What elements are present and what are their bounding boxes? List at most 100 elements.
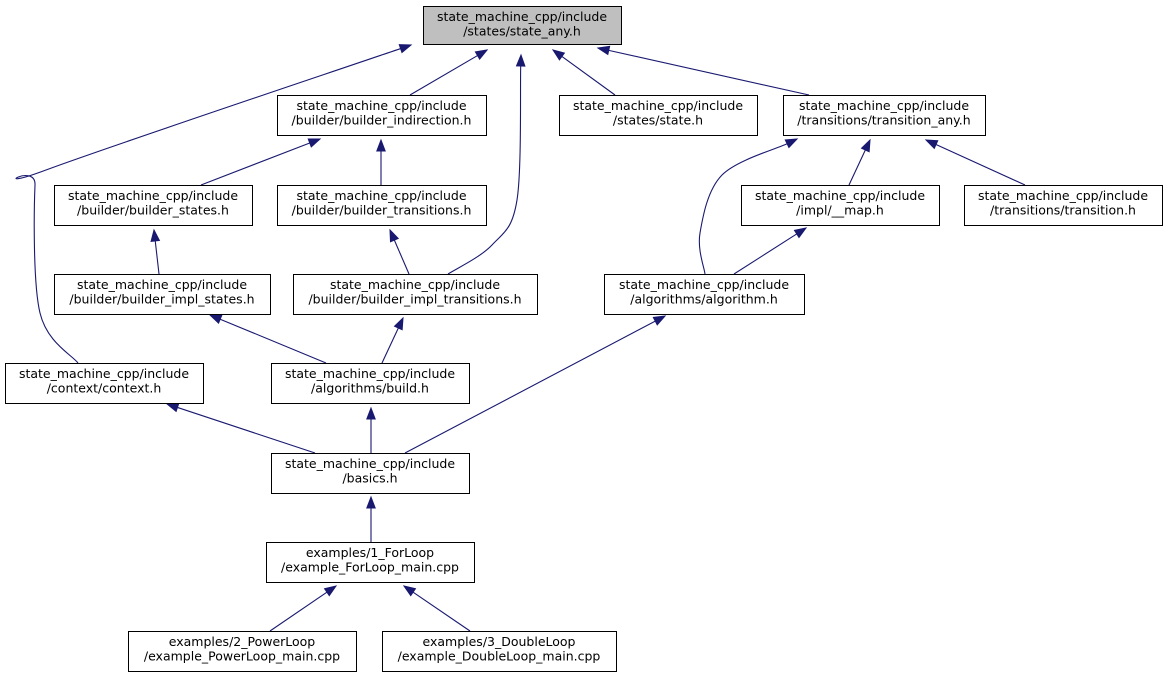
edge-arrowhead bbox=[402, 585, 417, 597]
edge-line bbox=[848, 149, 866, 186]
edge-arrowhead bbox=[150, 228, 161, 242]
edge-line bbox=[15, 48, 401, 364]
node-label-line-1: state_machine_cpp/include bbox=[68, 188, 238, 203]
node-label-line-1: state_machine_cpp/include bbox=[285, 456, 455, 471]
node-label-line-2: /impl/__map.h bbox=[796, 203, 884, 218]
node-label-line-2: /example_ForLoop_main.cpp bbox=[281, 560, 459, 575]
edge-arrowhead bbox=[551, 49, 566, 61]
edge-arrowhead bbox=[924, 139, 939, 150]
node-impl-map[interactable]: state_machine_cpp/include/impl/__map.h bbox=[741, 185, 940, 226]
edge-arrowhead bbox=[793, 227, 808, 239]
node-box bbox=[741, 185, 940, 226]
edge-arrowhead bbox=[366, 406, 376, 420]
edge-transition-to-transition-any bbox=[924, 139, 1026, 186]
edge-build-to-builder-impl-states bbox=[208, 314, 327, 364]
edge-builder-impl-transitions-to-state-any bbox=[447, 53, 526, 275]
node-builder-impl-transitions[interactable]: state_machine_cpp/include/builder/builde… bbox=[293, 274, 538, 315]
edges-layer bbox=[15, 44, 1026, 632]
edge-forloop-to-basics bbox=[366, 495, 376, 542]
node-powerloop[interactable]: examples/2_PowerLoop/example_PowerLoop_m… bbox=[128, 631, 357, 672]
edge-basics-to-build bbox=[366, 406, 376, 453]
node-state[interactable]: state_machine_cpp/include/states/state.h bbox=[559, 95, 758, 136]
edge-arrowhead bbox=[376, 138, 386, 152]
node-box bbox=[293, 274, 538, 315]
edge-builder-impl-transitions-to-builder-transitions bbox=[389, 228, 410, 275]
edge-line bbox=[608, 49, 810, 96]
edge-builder-states-to-builder-indirection bbox=[200, 138, 322, 186]
node-label-line-1: state_machine_cpp/include bbox=[437, 9, 607, 24]
edge-arrowhead bbox=[208, 314, 223, 324]
node-box bbox=[964, 185, 1163, 226]
node-transition[interactable]: state_machine_cpp/include/transitions/tr… bbox=[964, 185, 1163, 226]
node-builder-indirection[interactable]: state_machine_cpp/include/builder/builde… bbox=[277, 95, 487, 136]
node-label-line-1: state_machine_cpp/include bbox=[755, 188, 925, 203]
edge-line bbox=[447, 65, 522, 275]
edge-arrowhead bbox=[474, 49, 489, 61]
node-label-line-1: state_machine_cpp/include bbox=[330, 277, 500, 292]
node-label-line-2: /builder/builder_impl_states.h bbox=[69, 292, 254, 307]
node-box bbox=[382, 631, 617, 672]
node-algorithm[interactable]: state_machine_cpp/include/algorithms/alg… bbox=[604, 274, 805, 315]
node-build[interactable]: state_machine_cpp/include/algorithms/bui… bbox=[271, 363, 470, 404]
edge-arrowhead bbox=[165, 402, 180, 413]
node-doubleloop[interactable]: examples/3_DoubleLoop/example_DoubleLoop… bbox=[382, 631, 617, 672]
node-state-any[interactable]: state_machine_cpp/include/states/state_a… bbox=[423, 6, 622, 45]
edge-builder-impl-states-to-builder-states bbox=[150, 228, 161, 275]
edge-arrowhead bbox=[366, 495, 376, 509]
edge-arrowhead bbox=[393, 316, 404, 331]
node-label-line-2: /states/state.h bbox=[613, 113, 703, 128]
node-box bbox=[266, 542, 475, 583]
edge-line bbox=[733, 233, 798, 275]
edge-powerloop-to-forloop bbox=[269, 585, 338, 632]
node-transition-any[interactable]: state_machine_cpp/include/transitions/tr… bbox=[783, 95, 986, 136]
edge-arrowhead bbox=[398, 44, 413, 54]
node-box bbox=[271, 453, 470, 494]
node-label-line-2: /builder/builder_indirection.h bbox=[292, 113, 472, 128]
node-label-line-1: state_machine_cpp/include bbox=[799, 98, 969, 113]
edge-transition-any-to-state-any bbox=[596, 45, 810, 96]
node-builder-states[interactable]: state_machine_cpp/include/builder/builde… bbox=[54, 185, 253, 226]
edge-line bbox=[561, 56, 616, 96]
node-label-line-2: /context/context.h bbox=[47, 381, 162, 396]
edge-line bbox=[409, 55, 478, 96]
node-label-line-2: /transitions/transition.h bbox=[990, 203, 1136, 218]
node-builder-impl-states[interactable]: state_machine_cpp/include/builder/builde… bbox=[54, 274, 271, 315]
node-label-line-1: examples/1_ForLoop bbox=[306, 545, 434, 560]
node-label-line-2: /transitions/transition_any.h bbox=[797, 113, 970, 128]
edge-line bbox=[154, 240, 160, 275]
edge-context-to-state-any bbox=[15, 44, 413, 364]
edge-arrowhead bbox=[596, 45, 611, 56]
edge-arrowhead bbox=[515, 53, 526, 67]
node-label-line-1: state_machine_cpp/include bbox=[285, 366, 455, 381]
edge-line bbox=[412, 591, 471, 632]
edge-state-to-state-any bbox=[551, 49, 616, 96]
node-box bbox=[604, 274, 805, 315]
node-label-line-2: /states/state_any.h bbox=[463, 24, 581, 39]
edge-arrowhead bbox=[307, 138, 322, 148]
edge-line bbox=[393, 239, 410, 275]
node-box bbox=[423, 6, 622, 45]
edge-line bbox=[177, 406, 316, 454]
node-context[interactable]: state_machine_cpp/include/context/contex… bbox=[5, 363, 204, 404]
node-label-line-2: /example_DoubleLoop_main.cpp bbox=[398, 649, 601, 664]
node-box bbox=[783, 95, 986, 136]
node-label-line-1: state_machine_cpp/include bbox=[978, 188, 1148, 203]
node-label-line-2: /basics.h bbox=[342, 471, 397, 486]
edge-algorithm-to-transition-any bbox=[698, 138, 799, 275]
edge-arrowhead bbox=[784, 138, 799, 149]
node-label-line-1: state_machine_cpp/include bbox=[619, 277, 789, 292]
node-box bbox=[54, 185, 253, 226]
node-label-line-2: /example_PowerLoop_main.cpp bbox=[144, 649, 340, 664]
node-label-line-2: /algorithms/build.h bbox=[311, 381, 429, 396]
edge-build-to-builder-impl-transitions bbox=[381, 316, 404, 364]
node-label-line-1: state_machine_cpp/include bbox=[77, 277, 247, 292]
node-box bbox=[128, 631, 357, 672]
edge-line bbox=[404, 320, 656, 454]
edge-line bbox=[698, 143, 788, 275]
node-box bbox=[277, 185, 487, 226]
node-builder-transitions[interactable]: state_machine_cpp/include/builder/builde… bbox=[277, 185, 487, 226]
node-basics[interactable]: state_machine_cpp/include/basics.h bbox=[271, 453, 470, 494]
node-label-line-1: state_machine_cpp/include bbox=[19, 366, 189, 381]
node-label-line-2: /builder/builder_impl_transitions.h bbox=[308, 292, 521, 307]
node-forloop[interactable]: examples/1_ForLoop/example_ForLoop_main.… bbox=[266, 542, 475, 583]
